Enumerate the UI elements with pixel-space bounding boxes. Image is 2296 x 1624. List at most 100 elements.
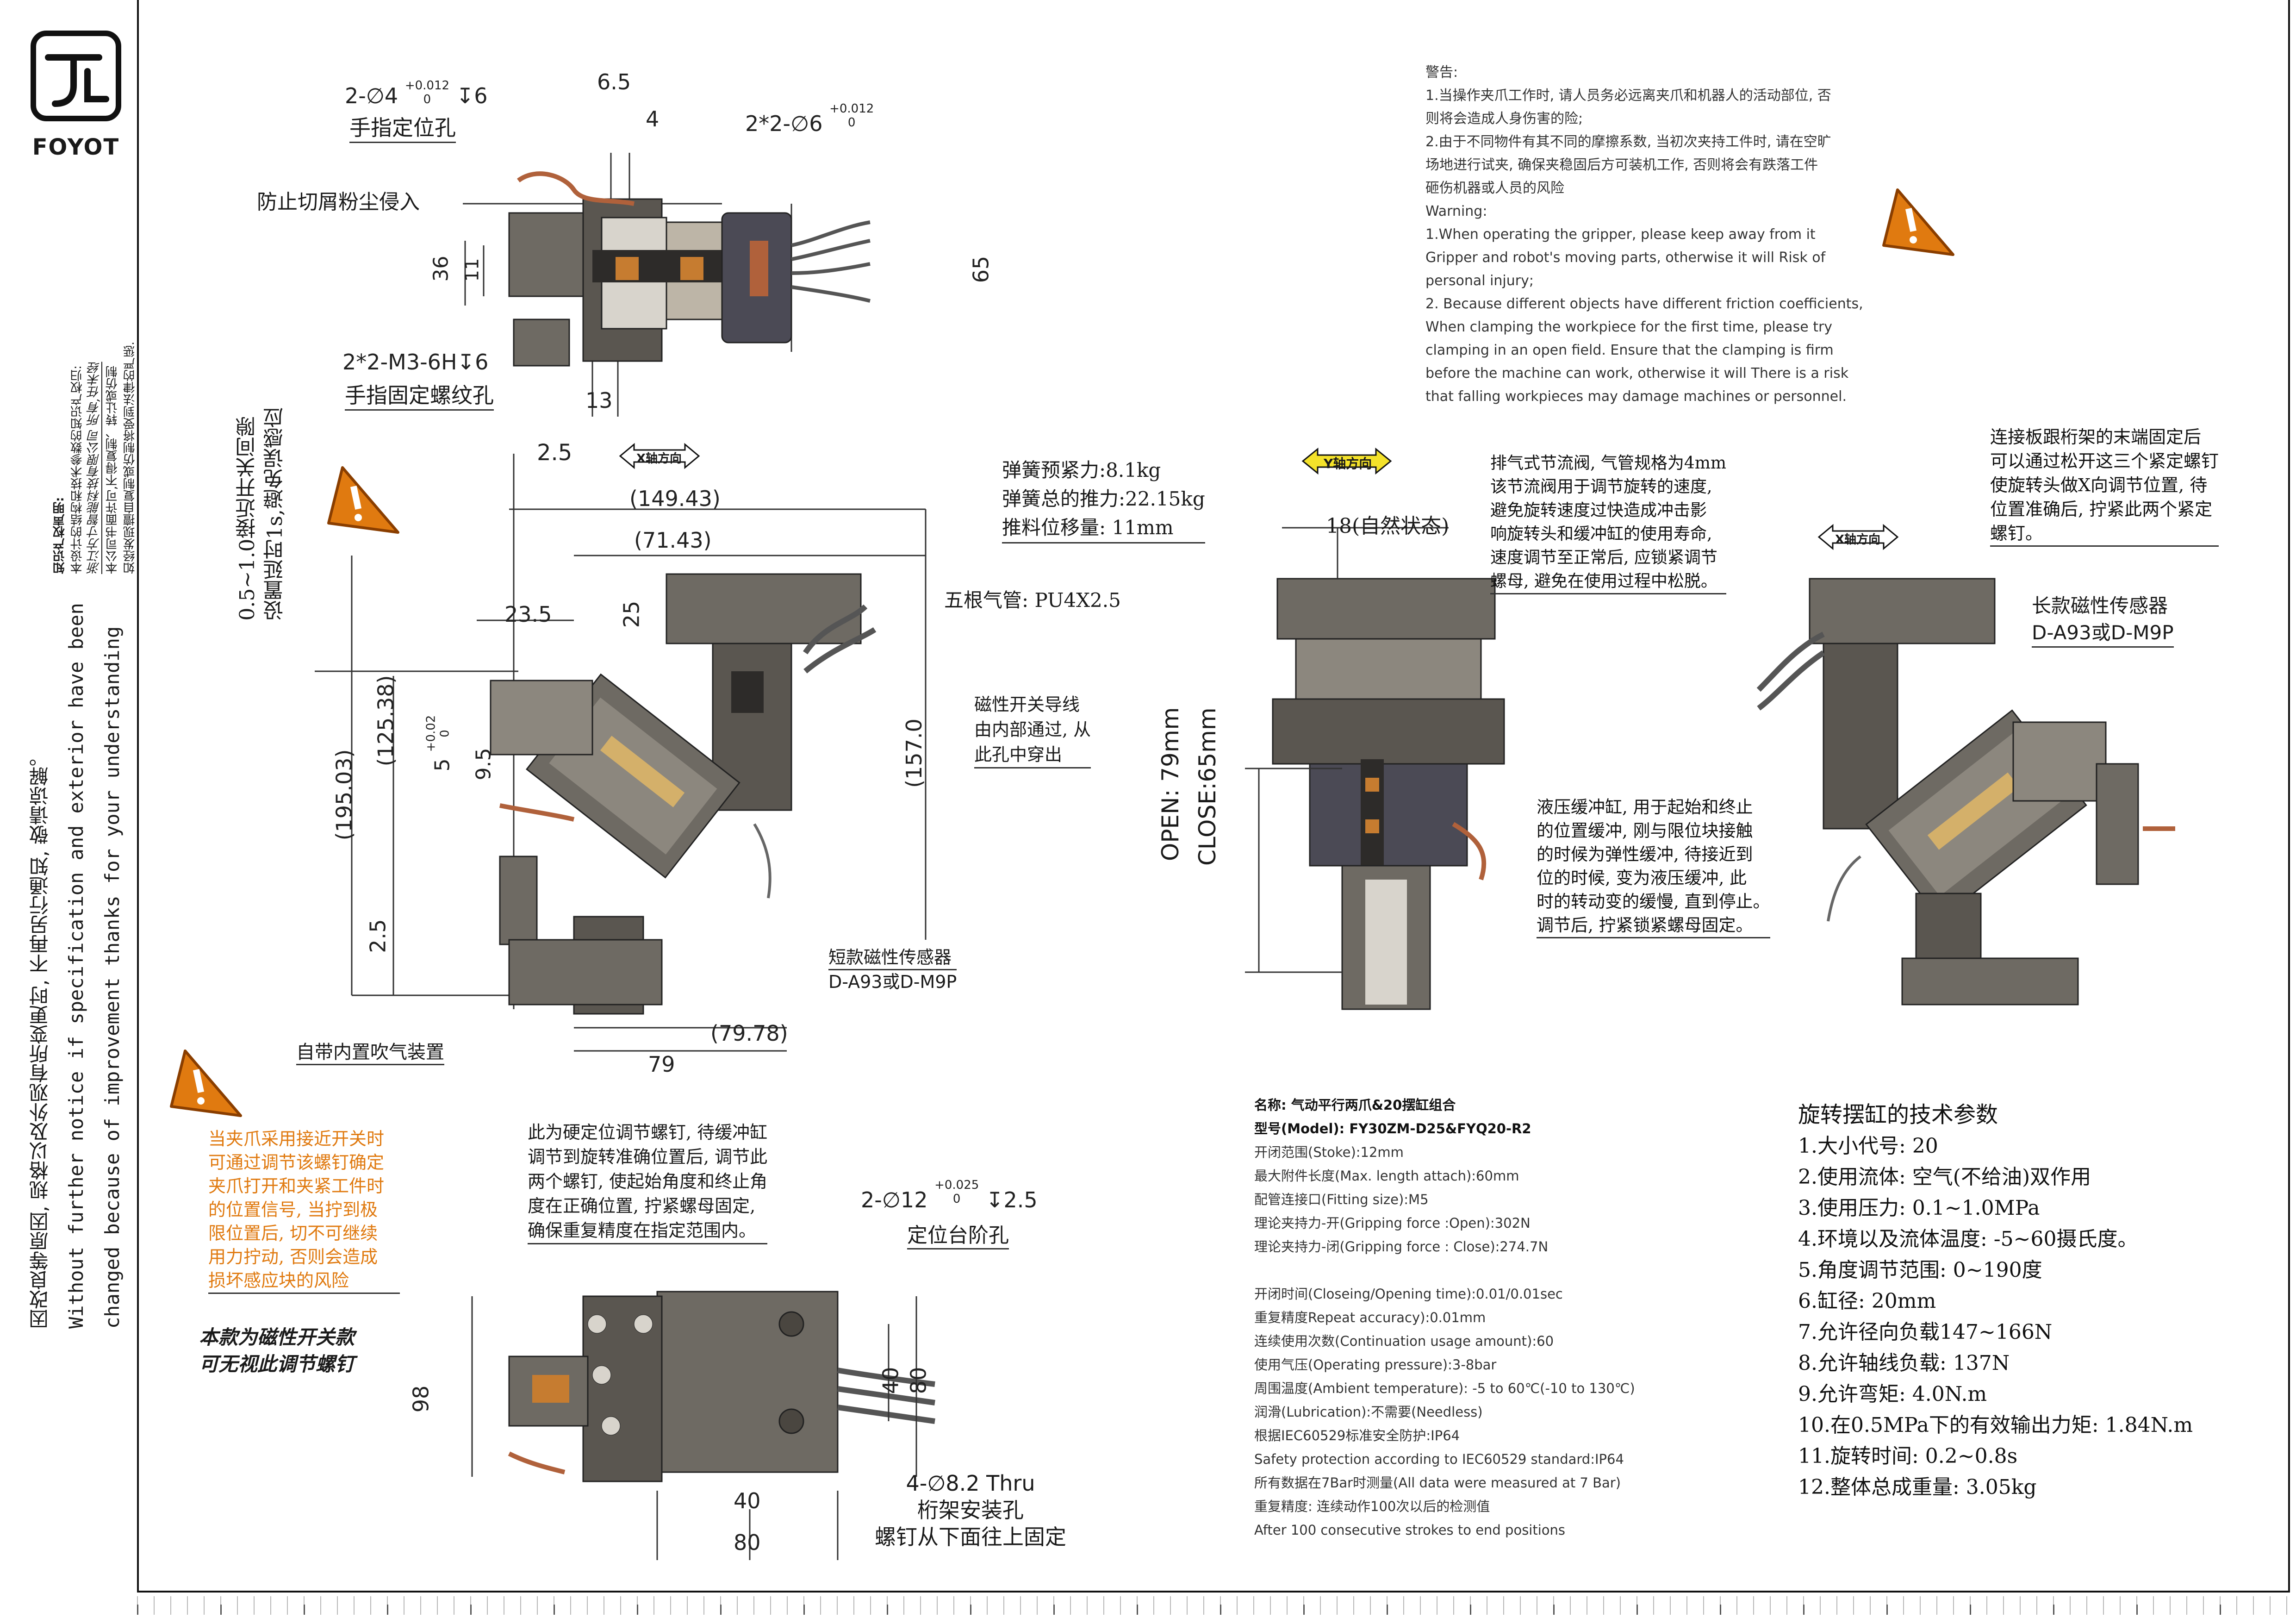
spring-travel: 推料位移量: 11mm	[1002, 513, 1205, 543]
spec-line: 重复精度: 连续动作100次以后的检测值	[1254, 1499, 1490, 1514]
warning-en-line: clamping in an open field. Ensure that t…	[1425, 342, 1834, 358]
step-hole-label: 定位台阶孔	[907, 1218, 1009, 1249]
rotary-line: 1.大小代号: 20	[1798, 1134, 1938, 1158]
x-axis-arrow: X轴方向	[619, 443, 700, 469]
spec-line: 开闭时间(Closeing/Opening time):0.01/0.01sec	[1254, 1286, 1563, 1302]
dim-6-5: 6.5	[597, 69, 631, 94]
dim-40-vertical: 40	[878, 1367, 903, 1394]
spec-line: 重复精度Repeat accuracy):0.01mm	[1254, 1310, 1486, 1325]
double-arrow-icon	[619, 443, 700, 469]
spring-preload: 弹簧预紧力:8.1kg	[1002, 459, 1161, 481]
spec-line: 理论夹持力-闭(Gripping force : Close):274.7N	[1254, 1239, 1549, 1255]
change-en-2: changed because of improvement thanks fo…	[101, 626, 124, 1329]
y-axis-arrow: Y轴方向	[1301, 447, 1392, 475]
warning-cn-line: 1.当操作夹爪工作时, 请人员务必远离夹爪和机器人的活动部位, 否	[1425, 87, 1831, 104]
warning-block: 警告: 1.当操作夹爪工作时, 请人员务必远离夹爪和机器人的活动部位, 否 则将…	[1425, 61, 1863, 408]
warning-en-line: 2. Because different objects have differ…	[1425, 296, 1863, 312]
dim-195: (195.03)	[331, 749, 357, 841]
ip-line: 本公司书面许可,不得复制、转让或仿制	[106, 365, 119, 574]
spec-model: 型号(Model): FY30ZM-D25&FYQ20-R2	[1254, 1121, 1531, 1137]
right-view-drawing	[1756, 578, 2175, 1006]
mount-hole-note: 4-∅8.2 Thru 桁架安装孔 螺钉从下面往上固定	[875, 1471, 1066, 1549]
dim-125: (125.38)	[373, 675, 398, 767]
warning-cn-line: 则将会造成人身伤害的险;	[1425, 111, 1583, 127]
dim-2-5: 2.5	[537, 440, 572, 466]
dim-18: 18(自然状态)	[1326, 514, 1450, 538]
brand-name: FOYOT	[32, 134, 120, 160]
mount-note: 连接板跟桁架的末端固定后可以通过松开这三个紧定螺钉使旋转头做X向调节位置, 待 …	[1990, 425, 2219, 547]
dim-80-vertical: 80	[906, 1367, 931, 1394]
spec-name: 名称: 气动平行两爪&20摆缸组合	[1254, 1097, 1456, 1113]
warning-cn-line: 2.由于不同物件有其不同的摩擦系数, 当初次夹持工件时, 请在空旷	[1425, 134, 1831, 150]
ip-line: 浙江方寸智能科技有限公司 所有,任未经	[88, 362, 102, 574]
dim-23-5: 23.5	[504, 602, 552, 627]
double-arrow-icon	[1817, 524, 1899, 550]
spring-total: 弹簧总的推力:22.15kg	[1002, 487, 1205, 510]
warning-en-line: 1.When operating the gripper, please kee…	[1425, 226, 1816, 243]
brand-logo	[30, 30, 122, 122]
logo-mark-icon	[31, 31, 121, 121]
warning-en-title: Warning:	[1425, 203, 1487, 219]
ip-line: 如经发现擅自复制或仿制将受到法律的严惩.	[123, 341, 137, 574]
spec-line: 配管连接口(Fitting size):M5	[1254, 1192, 1429, 1207]
dim-9-5: 9.5	[472, 748, 496, 781]
pin-hole-label: 手指定位孔	[349, 111, 456, 143]
dim-157: (157.0	[901, 718, 927, 788]
rotary-line: 5.角度调节范围: 0~190度	[1798, 1258, 2042, 1282]
sensor-lead-note: 磁性开关导线由内部通过, 从此孔中穿出	[974, 692, 1091, 768]
dim-79-78: (79.78)	[710, 1021, 788, 1046]
warning-title: 警告:	[1425, 64, 1458, 81]
drawing-frame	[137, 0, 2290, 1593]
rotary-line: 4.环境以及流体温度: -5~60摄氏度。	[1798, 1227, 2138, 1251]
change-notice: 因改良等原因, 规格以及外观有所变更时, 不再另行通知, 敬请谅解。 Witho…	[22, 603, 131, 1329]
warning-cn-line: 场地进行试夹, 确保夹稳固后方可装机工作, 否则将会有跌落工件	[1425, 157, 1818, 173]
tol-top: +0.012	[404, 79, 450, 93]
dim-4: 4	[646, 106, 660, 131]
warning-en-line: that falling workpieces may damage machi…	[1425, 388, 1847, 405]
rotary-params: 旋转摆缸的技术参数 1.大小代号: 20 2.使用流体: 空气(不给油)双作用 …	[1798, 1099, 2193, 1503]
bottom-view-drawing	[471, 1291, 935, 1560]
change-cn: 因改良等原因, 规格以及外观有所变更时, 不再另行通知, 敬请谅解。	[29, 747, 51, 1329]
short-sensor-label: 短款磁性传感器 D-A93或D-M9P	[828, 946, 957, 993]
tol-bottom: 0	[423, 93, 431, 106]
dim-13: 13	[585, 388, 613, 413]
long-sensor-label: 长款磁性传感器 D-A93或D-M9P	[2032, 593, 2174, 648]
change-en-1: Without further notice if specification …	[65, 603, 87, 1329]
dim-71: (71.43)	[634, 528, 712, 553]
ip-title: 知识产权声明:	[53, 497, 67, 574]
rotary-line: 11.旋转时间: 0.2~0.8s	[1798, 1444, 2018, 1468]
warning-cn-line: 砸伤机器或人员的风险	[1425, 180, 1564, 196]
spec-line: 开闭范围(Stoke):12mm	[1254, 1144, 1404, 1160]
dim-80: 80	[734, 1530, 761, 1555]
open-label: OPEN: 79mm	[1157, 707, 1184, 861]
close-label: CLOSE:65mm	[1194, 707, 1221, 866]
thread-dim: 2*2-M3-6H↧6	[342, 350, 489, 375]
warning-en-line: before the machine can work, otherwise i…	[1425, 365, 1849, 381]
hard-stop-note: 此为硬定位调节螺钉, 待缓冲缸调节到旋转准确位置后, 调节此两个螺钉, 使起始角…	[528, 1120, 768, 1244]
magnetic-note: 本款为磁性开关款可无视此调节螺钉	[199, 1326, 355, 1375]
double-arrow-icon	[1301, 447, 1392, 475]
warning-en-line: Gripper and robot's moving parts, otherw…	[1425, 250, 1826, 266]
spec-line: 最大附件长度(Max. length attach):60mm	[1254, 1168, 1519, 1184]
warning-en-line: When clamping the workpiece for the firs…	[1425, 319, 1833, 335]
bottom-ruler-major	[137, 1605, 2290, 1615]
ip-notice: 知识产权声明: 本设计的结构和技术参数的知识产权归: 浙江方寸智能科技有限公司 …	[51, 241, 139, 574]
rotary-line: 6.缸径: 20mm	[1798, 1289, 1936, 1313]
dim-149: (149.43)	[629, 486, 721, 511]
top-view-drawing	[463, 153, 871, 417]
spring-specs: 弹簧预紧力:8.1kg 弹簧总的推力:22.15kg 推料位移量: 11mm	[1002, 456, 1205, 543]
proximity-adjust-note: 当夹爪采用接近开关时可通过调节该螺钉确定夹爪打开和夹紧工件时 的位置信号, 当拧…	[208, 1127, 400, 1294]
warning-triangle-icon	[1882, 188, 1954, 256]
dim-25: 25	[619, 600, 644, 628]
ip-line: 本设计的结构和技术参数的知识产权归:	[70, 365, 84, 574]
spec-line: 周围温度(Ambient temperature): -5 to 60℃(-10…	[1254, 1380, 1635, 1396]
dim-11: 11	[461, 258, 483, 282]
blow-label: 自带内置吹气装置	[296, 1037, 444, 1065]
dim-2-5b: 2.5	[365, 919, 391, 953]
specs-block: 名称: 气动平行两爪&20摆缸组合 型号(Model): FY30ZM-D25&…	[1254, 1093, 1635, 1542]
rotary-line: 8.允许轴线负载: 137N	[1798, 1351, 2010, 1375]
warning-triangle-icon	[327, 466, 399, 534]
front-view-drawing	[315, 454, 927, 1052]
dim-79: 79	[648, 1052, 675, 1077]
